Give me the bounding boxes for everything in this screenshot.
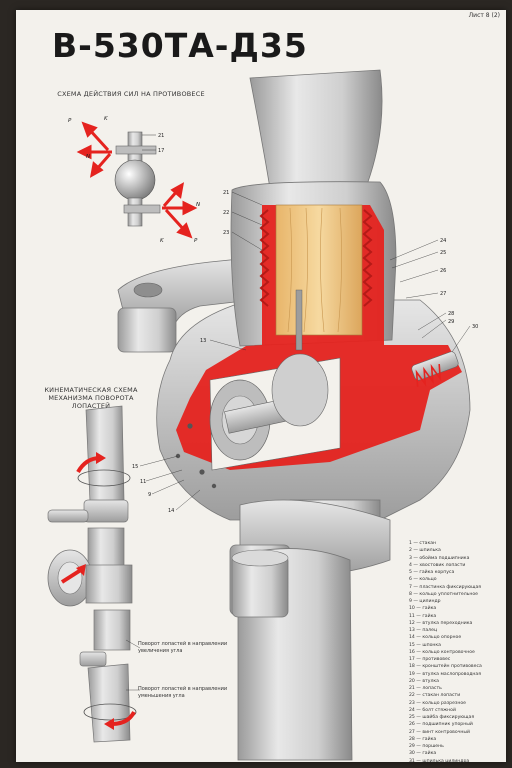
legend-item: 6 — кольцо: [409, 577, 437, 583]
callout-28: 28: [448, 311, 454, 317]
forces-diagram-caption: СХЕМА ДЕЙСТВИЯ СИЛ НА ПРОТИВОВЕСЕ: [57, 90, 205, 98]
force-p-label: P: [68, 118, 72, 124]
callout-23: 23: [223, 230, 229, 236]
legend-item: 12 — втулка переходника: [409, 620, 473, 626]
legend-item: 28 — гайка: [409, 736, 437, 742]
legend-item: 17 — противовес: [409, 657, 451, 662]
legend-item: 24 — болт стяжной: [409, 707, 456, 713]
callout-29: 29: [448, 319, 454, 325]
force-k-label: K: [104, 116, 108, 122]
parts-legend: 1 — стакан 2 — шпилька 3 — обойма подшип…: [409, 540, 489, 765]
force-n-label-lower: N: [196, 202, 200, 208]
callout-9: 9: [148, 492, 151, 498]
legend-item: 11 — гайка: [409, 613, 437, 619]
sheet-number: Лист 8 (2): [468, 12, 500, 19]
callout-13: 13: [200, 338, 206, 344]
legend-item: 25 — шайба фиксирующая: [409, 715, 475, 720]
force-k-label-lower: K: [160, 238, 164, 244]
legend-item: 15 — шпонка: [409, 642, 441, 648]
legend-item: 14 — кольцо опорное: [409, 635, 462, 641]
callout-22: 22: [223, 210, 229, 216]
legend-item: 2 — шпилька: [409, 548, 441, 554]
legend-item: 10 — гайка: [409, 606, 437, 612]
wooden-blade-root: [275, 204, 363, 336]
callout-24: 24: [440, 238, 446, 244]
blade: [249, 69, 383, 201]
callout-15: 15: [132, 464, 138, 470]
decrease-angle-note: Поворот лопастей в направлении уменьшени…: [138, 686, 228, 699]
callout-numbers: [139, 191, 471, 511]
counterweight-ball: [114, 159, 156, 201]
force-diagram: P K N P K N 21 17: [68, 116, 200, 244]
legend-item: 9 — цилиндр: [409, 599, 441, 604]
force-number-17: 17: [158, 148, 164, 154]
force-p-label-lower: P: [194, 238, 198, 244]
legend-item: 3 — обойма подшипника: [409, 555, 470, 561]
legend-item: 30 — гайка: [409, 751, 437, 757]
legend-item: 8 — кольцо уплотнительное: [409, 591, 478, 597]
legend-item: 27 — винт контровочный: [409, 729, 471, 735]
legend-item: 21 — лопасть: [409, 686, 442, 691]
force-number-21: 21: [158, 133, 164, 139]
callout-27: 27: [440, 291, 446, 297]
callout-14: 14: [168, 508, 174, 514]
legend-item: 4 — хвостовик лопасти: [409, 562, 466, 568]
callout-30: 30: [472, 324, 478, 330]
legend-item: 31 — шпилька цилиндра: [409, 758, 470, 764]
force-n-label: N: [86, 154, 90, 160]
legend-item: 20 — втулка: [409, 678, 439, 684]
legend-item: 26 — подшипник упорный: [409, 722, 473, 728]
legend-item: 16 — кольцо контровочное: [409, 649, 475, 655]
callout-21: 21: [223, 190, 229, 196]
callout-26: 26: [440, 268, 446, 274]
callout-25: 25: [440, 250, 446, 256]
legend-item: 18 — кронштейн противовеса: [409, 664, 482, 670]
kinematic-diagram-caption: КИНЕМАТИЧЕСКАЯ СХЕМА МЕХАНИЗМА ПОВОРОТА …: [44, 386, 138, 410]
hub-assembly: [117, 69, 471, 761]
kinematic-diagram: [47, 405, 141, 743]
legend-item: 13 — палец: [409, 628, 438, 633]
legend-item: 29 — поршень: [409, 744, 444, 749]
legend-item: 23 — кольцо разрезное: [409, 700, 466, 706]
legend-item: 7 — пластинка фиксирующая: [409, 584, 482, 590]
legend-item: 22 — стакан лопасти: [409, 693, 461, 699]
legend-item: 19 — втулка маслопроводная: [409, 671, 482, 677]
page-title: В-530ТА-Д35: [52, 26, 308, 65]
legend-item: 1 — стакан: [409, 541, 437, 546]
callout-11: 11: [140, 479, 146, 485]
increase-angle-note: Поворот лопастей в направлении увеличени…: [138, 641, 228, 654]
legend-item: 5 — гайка корпуса: [409, 570, 455, 575]
